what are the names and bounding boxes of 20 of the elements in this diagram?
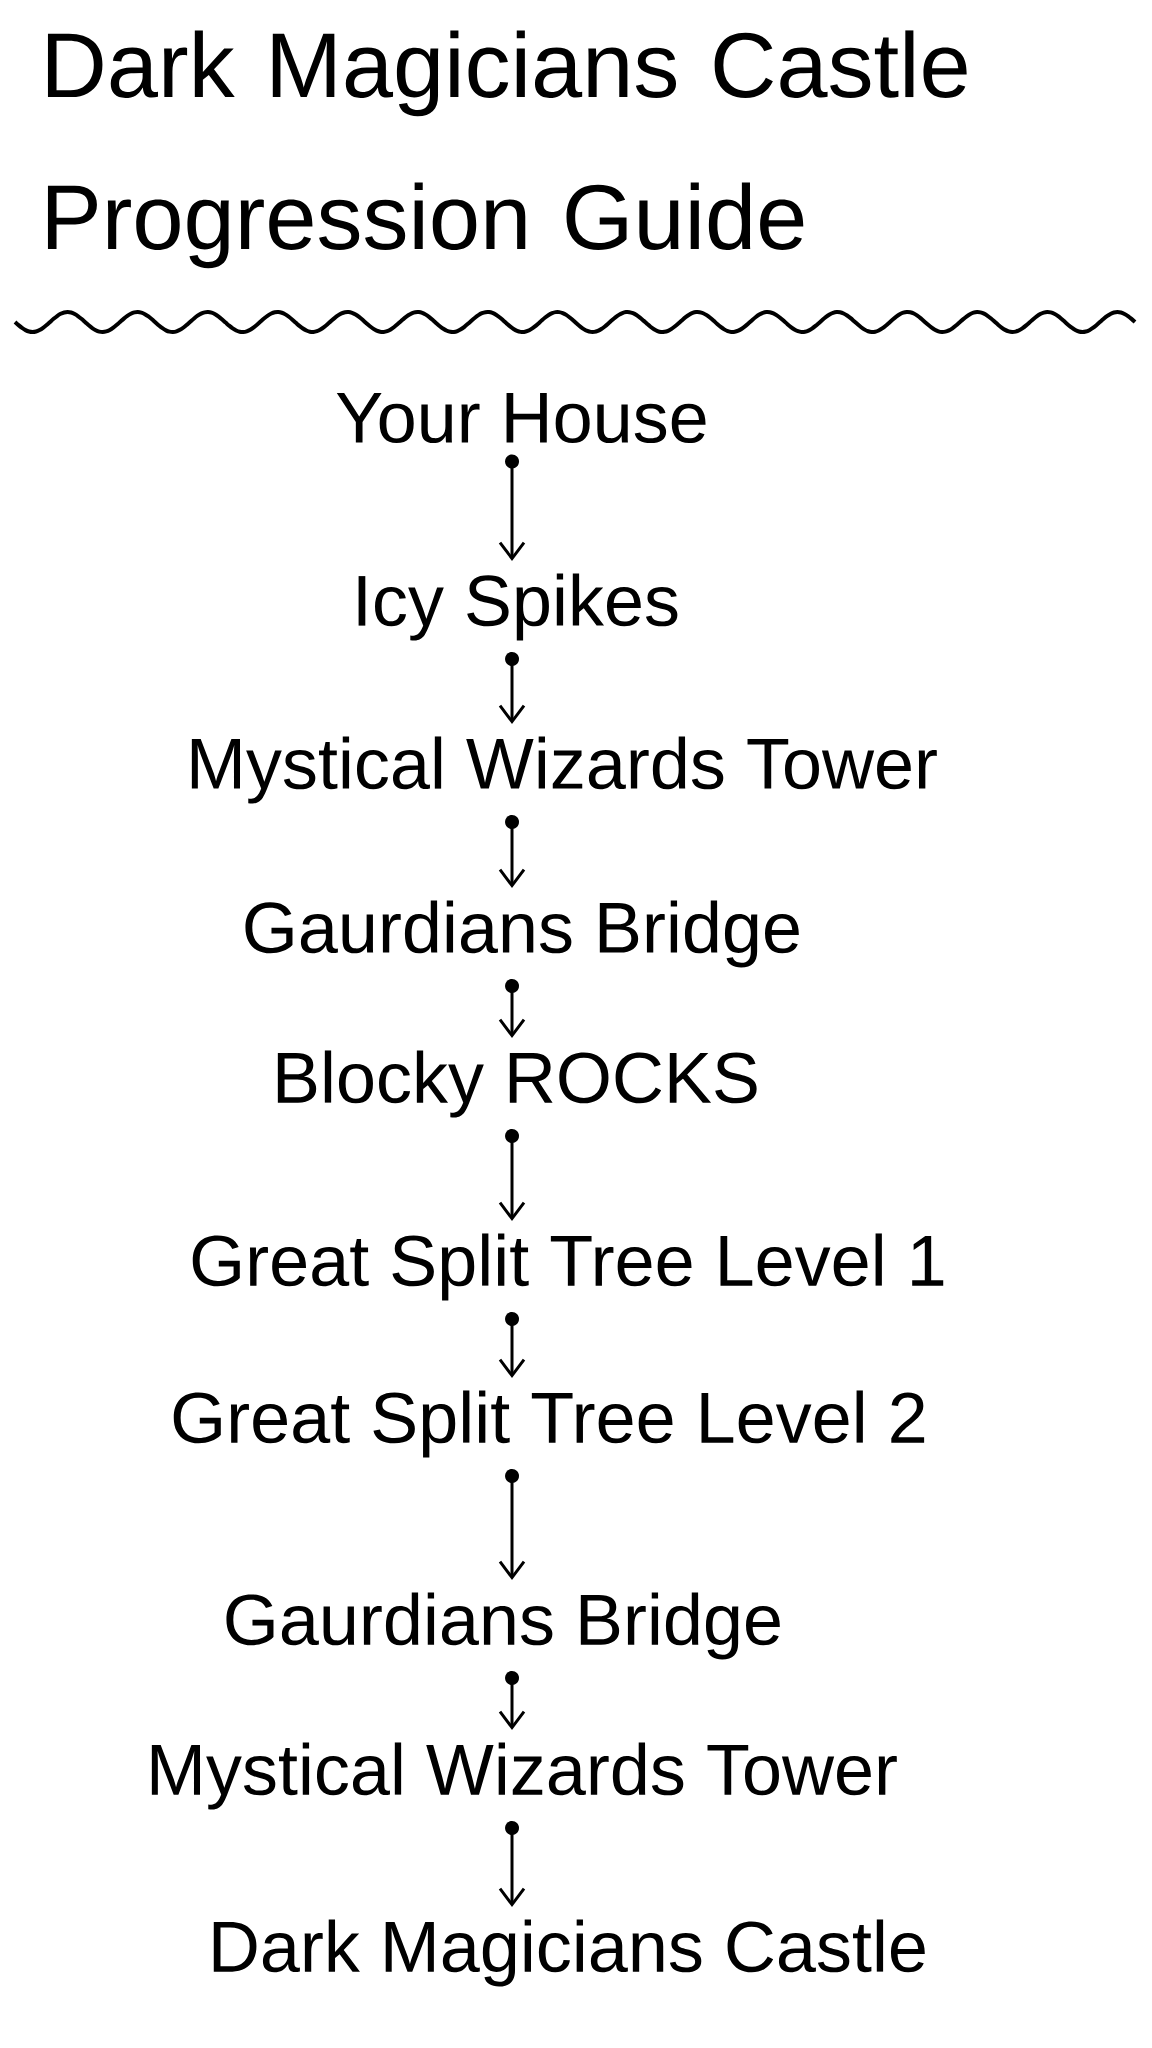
arrow [498, 454, 526, 562]
step-label: Gaurdians Bridge [245, 900, 799, 968]
step-label: Dark Magicians Castle [213, 1919, 925, 1987]
arrow [498, 1670, 526, 1731]
arrow [498, 1821, 526, 1908]
step-label: Mystical Wizards Tower [191, 736, 937, 804]
step-label: Great Split Tree Level 2 [173, 1390, 925, 1458]
step-label: Icy Spikes [358, 573, 678, 641]
arrow [498, 1311, 526, 1379]
arrow [498, 978, 526, 1039]
arrow [498, 1468, 526, 1581]
step-label: Mystical Wizards Tower [151, 1742, 897, 1810]
arrow [498, 651, 526, 725]
step-label: Gaurdians Bridge [226, 1592, 780, 1660]
step-label: Your House [336, 392, 706, 444]
title: Dark Magicians Castle Progression Guide [47, 30, 967, 269]
step-label: Blocky ROCKS [277, 1050, 757, 1118]
arrow [498, 814, 526, 889]
arrow [498, 1128, 526, 1222]
step-label: Great Split Tree Level 1 [192, 1233, 944, 1301]
